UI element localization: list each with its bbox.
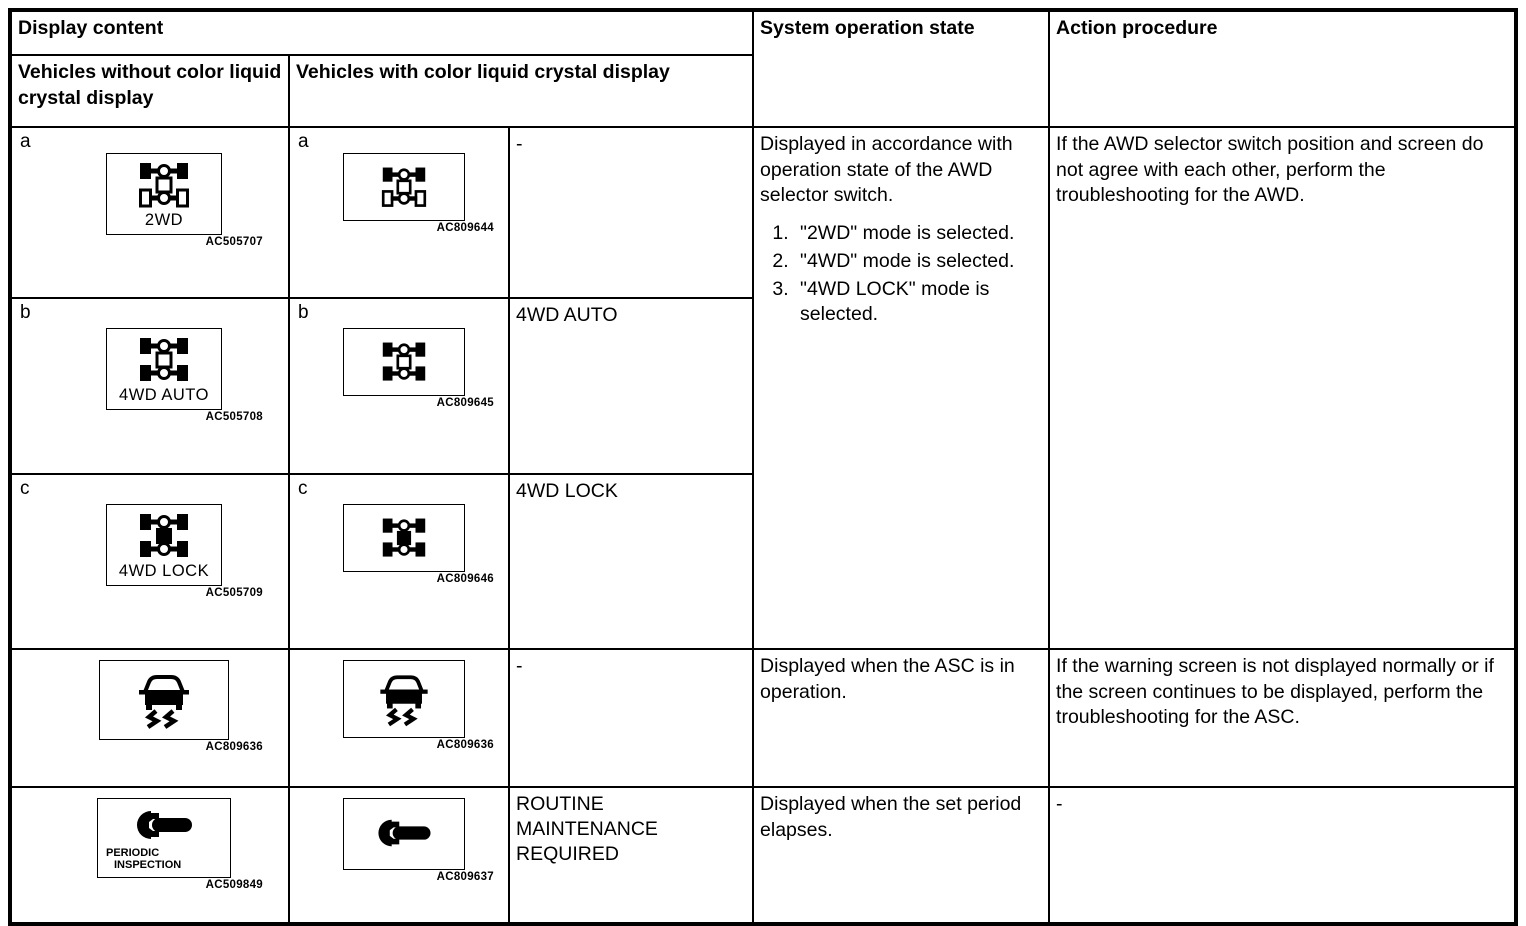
table-row: c 4WD LOCK <box>9 473 1516 650</box>
awd-drivetrain-icon <box>382 518 426 557</box>
cell-row-b-with-color: b AC809645 <box>288 297 510 475</box>
awd-2wd-icon-figure: 2WD AC505707 <box>64 153 264 249</box>
row-a-label-left: a <box>20 131 31 152</box>
cell-row-c-with-color: c AC809646 <box>288 473 510 650</box>
table-row: PERIODIC INSPECTION AC509849 AC809637 RO… <box>9 786 1518 925</box>
cell-row-b-without-color: b 4WD AUTO <box>9 297 290 475</box>
cell-row-b-message: 4WD AUTO <box>507 297 755 475</box>
awd-4wd-lock-icon-figure: 4WD LOCK AC505709 <box>64 504 264 600</box>
figure-code: AC505709 <box>205 587 263 599</box>
table-header-row-2: Vehicles without color liquid crystal di… <box>9 54 1516 128</box>
awd-4wd-auto-icon: 4WD AUTO <box>106 328 222 410</box>
asc-skid-icon-glyph <box>139 675 189 729</box>
periodic-inspection-label-line1: PERIODIC <box>106 847 160 859</box>
awd-2wd-color-icon-figure: AC809644 <box>314 153 494 235</box>
figure-code: AC809636 <box>436 739 494 751</box>
periodic-inspection-icon-figure: PERIODIC INSPECTION AC509849 <box>64 798 264 892</box>
cell-row-asc-message: - <box>507 648 755 788</box>
cell-row-a-message: - <box>507 126 755 299</box>
asc-skid-icon <box>99 660 229 740</box>
cell-awd-system-state: Displayed in accordance with operation s… <box>752 126 1051 650</box>
awd-2wd-icon-label: 2WD <box>144 211 184 230</box>
wrench-icon <box>378 819 431 847</box>
cell-row-maintenance-with-color: AC809637 <box>288 786 510 925</box>
periodic-inspection-icon: PERIODIC INSPECTION <box>97 798 231 878</box>
list-item: "4WD" mode is selected. <box>794 249 1042 275</box>
header-system-operation-state: System operation state <box>752 9 1051 128</box>
cell-asc-system-state: Displayed when the ASC is in operation. <box>752 648 1051 788</box>
asc-icon-figure: AC809636 <box>64 660 264 754</box>
awd-state-step-list: "2WD" mode is selected. "4WD" mode is se… <box>760 221 1042 328</box>
list-item: "4WD LOCK" mode is selected. <box>794 277 1042 328</box>
row-c-label-left: c <box>20 478 30 499</box>
cell-row-maintenance-without-color: PERIODIC INSPECTION AC509849 <box>9 786 290 925</box>
header-display-content: Display content <box>8 9 755 55</box>
figure-code: AC809637 <box>436 871 494 883</box>
cell-row-asc-with-color: AC809636 <box>288 648 510 788</box>
awd-4wd-lock-color-icon-figure: AC809646 <box>314 504 494 586</box>
figure-code: AC505707 <box>205 236 263 248</box>
cell-row-a-without-color: a 2WD <box>9 126 290 299</box>
asc-skid-color-icon <box>343 660 465 738</box>
figure-code: AC809636 <box>205 741 263 753</box>
document-page: Display content System operation state A… <box>0 0 1526 886</box>
cell-maintenance-action-procedure: - <box>1048 786 1518 925</box>
figure-code: AC809644 <box>436 222 494 234</box>
list-item: "2WD" mode is selected. <box>794 221 1042 247</box>
awd-drivetrain-icon <box>140 338 188 382</box>
header-vehicles-without-color-lcd: Vehicles without color liquid crystal di… <box>9 54 290 128</box>
awd-state-text: Displayed in accordance with operation s… <box>760 133 1013 207</box>
table-header-row-1: Display content System operation state A… <box>8 9 1518 128</box>
cell-row-asc-without-color: AC809636 <box>9 648 290 788</box>
row-a-label-mid: a <box>298 131 309 152</box>
table-row: AC809636 AC809636 - <box>9 648 1518 788</box>
awd-4wd-auto-icon-label: 4WD AUTO <box>119 386 209 405</box>
cell-row-a-with-color: a AC809644 <box>288 126 510 299</box>
display-content-table: Display content System operation state A… <box>8 8 1519 926</box>
cell-row-c-without-color: c 4WD LOCK <box>9 473 290 650</box>
awd-4wd-lock-icon: 4WD LOCK <box>106 504 222 586</box>
row-c-label-mid: c <box>298 478 308 499</box>
awd-2wd-icon: 2WD <box>106 153 222 235</box>
awd-drivetrain-icon <box>382 342 426 381</box>
cell-awd-action-procedure: If the AWD selector switch position and … <box>1048 126 1518 650</box>
cell-row-c-message: 4WD LOCK <box>507 473 755 650</box>
figure-code: AC809646 <box>436 573 494 585</box>
figure-code: AC505708 <box>205 411 263 423</box>
header-vehicles-with-color-lcd: Vehicles with color liquid crystal displ… <box>287 54 755 128</box>
table-row: b 4WD AUTO <box>9 297 1516 475</box>
cell-row-maintenance-message: ROUTINE MAINTENANCE REQUIRED <box>507 786 755 925</box>
figure-code: AC809645 <box>436 397 494 409</box>
awd-4wd-auto-color-icon-figure: AC809645 <box>314 328 494 410</box>
periodic-inspection-label-line2: INSPECTION <box>114 858 182 871</box>
awd-drivetrain-icon <box>139 163 189 208</box>
awd-4wd-lock-color-icon <box>343 504 465 572</box>
header-action-procedure: Action procedure <box>1048 9 1518 128</box>
asc-skid-icon-glyph <box>380 675 428 727</box>
cell-asc-action-procedure: If the warning screen is not displayed n… <box>1048 648 1518 788</box>
row-b-label-left: b <box>20 302 31 323</box>
awd-4wd-auto-icon-figure: 4WD AUTO AC505708 <box>64 328 264 424</box>
routine-maintenance-icon-figure: AC809637 <box>314 798 494 884</box>
awd-2wd-color-icon <box>343 153 465 221</box>
awd-drivetrain-icon <box>381 167 427 207</box>
routine-maintenance-wrench-icon <box>343 798 465 870</box>
figure-code: AC509849 <box>205 879 263 891</box>
awd-drivetrain-icon <box>140 514 188 558</box>
cell-maintenance-system-state: Displayed when the set period elapses. <box>752 786 1051 925</box>
awd-4wd-auto-color-icon <box>343 328 465 396</box>
table-row: a 2WD <box>9 126 1518 650</box>
asc-color-icon-figure: AC809636 <box>314 660 494 752</box>
awd-4wd-lock-icon-label: 4WD LOCK <box>118 562 210 581</box>
row-b-label-mid: b <box>298 302 309 323</box>
wrench-icon <box>136 811 192 839</box>
